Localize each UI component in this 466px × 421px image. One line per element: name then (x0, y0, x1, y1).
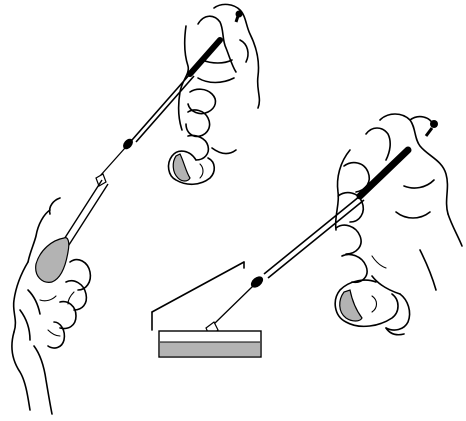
thumbnail-shade (173, 154, 190, 181)
slide-sample-band (160, 342, 260, 356)
upper-hand (169, 4, 260, 184)
loop-wire (214, 286, 253, 324)
inoculating-loop-2 (206, 120, 438, 337)
loop-wire (100, 148, 125, 176)
slide-streak-panel (152, 114, 462, 357)
loop-handle (360, 150, 408, 196)
right-hand (335, 114, 462, 335)
loop-tip (96, 174, 106, 186)
handle-tip (236, 11, 243, 18)
glass-slide (152, 262, 261, 357)
swab-tip (36, 238, 69, 283)
handle-tip (430, 120, 438, 128)
thumbnail-shade (340, 290, 362, 321)
swab (36, 180, 108, 282)
loop-handle (190, 40, 220, 74)
